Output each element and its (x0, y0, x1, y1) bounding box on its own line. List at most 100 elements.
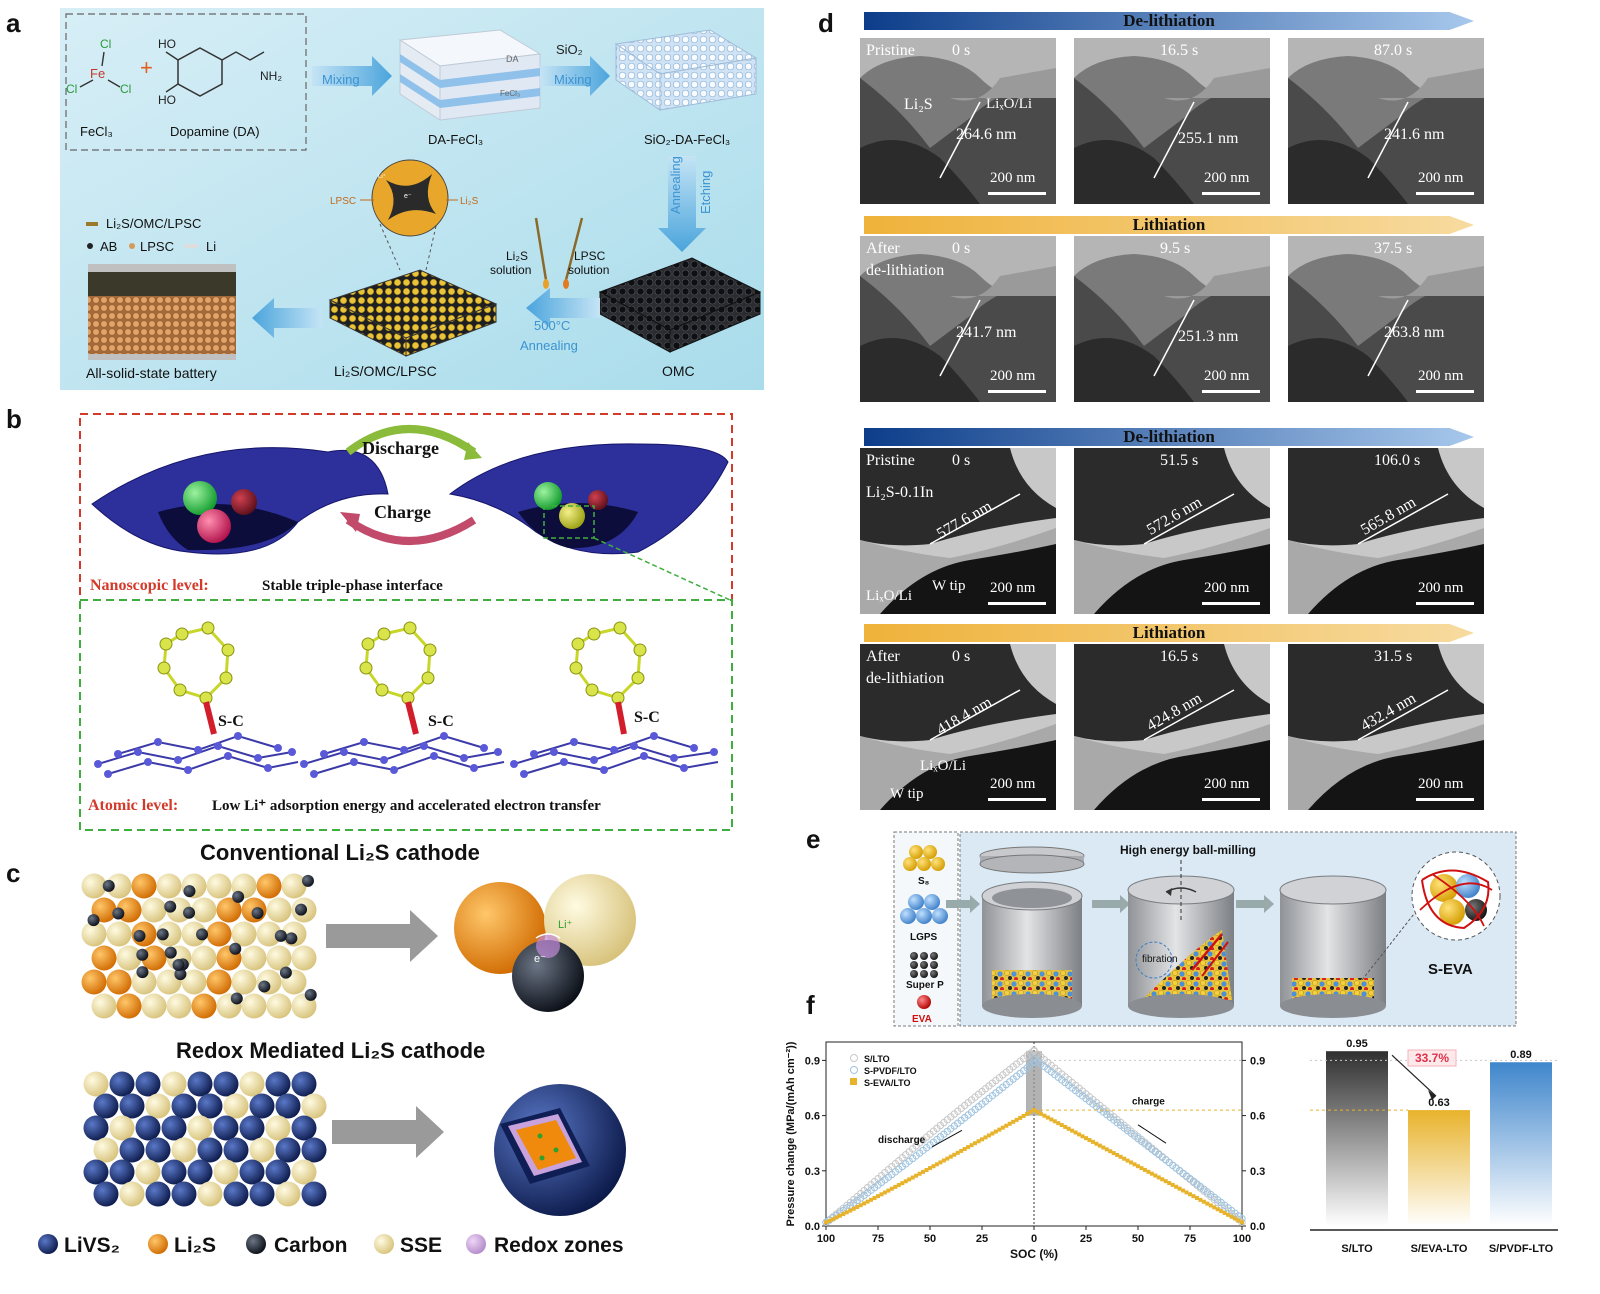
data-point (1056, 1121, 1061, 1126)
sio2-da-fecl3-label: SiO₂-DA-FeCl₃ (644, 132, 730, 147)
tem-time-label: 0 s (952, 240, 971, 257)
material-eva-icon (917, 995, 931, 1009)
data-point (1167, 1181, 1172, 1186)
conventional-particle (191, 897, 217, 923)
carbon-particle (164, 946, 177, 959)
y-tick-label: 0.3 (805, 1166, 820, 1178)
data-point (1030, 1058, 1038, 1066)
data-point (1212, 1205, 1217, 1210)
tem-extra-label: W tip (932, 578, 966, 594)
data-point (1122, 1156, 1127, 1161)
data-point (1104, 1147, 1109, 1152)
nano-title: Nanoscopic level: (90, 577, 209, 594)
conventional-particle (191, 993, 217, 1019)
data-point (955, 1150, 960, 1155)
redox-particle (171, 1181, 197, 1207)
panel-label-a: a (6, 8, 21, 38)
sc-bond-3: S-C (634, 709, 660, 726)
data-point (952, 1152, 957, 1157)
y-tick-label: 0.0 (805, 1221, 820, 1233)
legend-composite: Li₂S/OMC/LPSC (106, 216, 201, 231)
redox-particle (145, 1137, 171, 1163)
process-bar-2: Lithiation (864, 216, 1474, 234)
tem-scale-label: 200 nm (1418, 170, 1464, 186)
material-s8: S₈ (918, 876, 930, 887)
data-point (1118, 1154, 1123, 1159)
conventional-particle (216, 897, 242, 923)
redox-particle (239, 1115, 265, 1141)
data-point (1136, 1164, 1140, 1169)
bar-category-label: S/LTO (1341, 1243, 1373, 1255)
carbon-particle (183, 885, 196, 898)
tem-time-label: 51.5 s (1160, 452, 1199, 469)
tem-scale-label: 200 nm (990, 580, 1036, 596)
redox-particle (109, 1071, 135, 1097)
carbon-particle (183, 906, 196, 919)
y-tick-label-right: 0.9 (1250, 1055, 1265, 1067)
redox-particle (171, 1137, 197, 1163)
carbon-particle (156, 928, 169, 941)
redox-particle (197, 1093, 223, 1119)
data-point (872, 1195, 877, 1200)
redox-particle (239, 1071, 265, 1097)
data-point (1160, 1177, 1165, 1182)
conventional-particle (281, 873, 307, 899)
reduction-badge (1407, 1049, 1457, 1067)
redox-particle (135, 1071, 161, 1097)
data-point (1045, 1115, 1050, 1120)
data-point (934, 1162, 939, 1167)
redox-particle (291, 1071, 317, 1097)
x-tick-label: 0 (1031, 1233, 1037, 1245)
tem-time-label: 0 s (952, 648, 971, 665)
data-point (1146, 1169, 1151, 1174)
data-point (962, 1146, 967, 1151)
y-tick-label: 0.9 (805, 1055, 820, 1067)
tem-tag-label: Pristine (866, 42, 915, 59)
ho-top: HO (158, 37, 176, 51)
tem-extra-label: W tip (890, 786, 924, 802)
process-bar-label: De-lithiation (1123, 427, 1215, 446)
tem-tag-label: After (866, 648, 900, 665)
redox-particle (119, 1181, 145, 1207)
sc-bond-2: S-C (428, 713, 454, 730)
redox-particle (291, 1159, 317, 1185)
tem-scale-label: 200 nm (990, 170, 1036, 186)
data-point (938, 1160, 943, 1165)
charge-label: Charge (374, 502, 431, 522)
data-point (896, 1183, 901, 1188)
data-point (980, 1137, 984, 1142)
conventional-particle (266, 945, 292, 971)
redox-particle (213, 1159, 239, 1185)
redox-particle (93, 1093, 119, 1119)
carbon-particle (112, 907, 125, 920)
data-point (830, 1217, 835, 1222)
data-point (1129, 1160, 1134, 1165)
conventional-particle (141, 993, 167, 1019)
x-tick-label: 100 (817, 1233, 835, 1245)
conventional-particle (266, 897, 292, 923)
data-point (1101, 1145, 1106, 1150)
data-point (1125, 1158, 1130, 1163)
data-point (1153, 1173, 1158, 1178)
data-point (945, 1156, 950, 1161)
data-point (882, 1190, 887, 1195)
legend-redox-zones: Redox zones (494, 1234, 624, 1257)
zoom-lpsc-label: LPSC (330, 196, 356, 207)
data-point (893, 1184, 898, 1189)
conventional-particle (256, 873, 282, 899)
carbon-particle (301, 874, 314, 887)
conventional-particle (206, 873, 232, 899)
tem-scale-label: 200 nm (1204, 368, 1250, 384)
data-point (1115, 1152, 1120, 1157)
conventional-particle (291, 945, 317, 971)
data-point (1222, 1210, 1227, 1215)
data-point (900, 1181, 905, 1186)
conventional-particle (91, 945, 117, 971)
data-point (1226, 1212, 1231, 1217)
tem-dimension-label: 264.6 nm (956, 126, 1017, 143)
